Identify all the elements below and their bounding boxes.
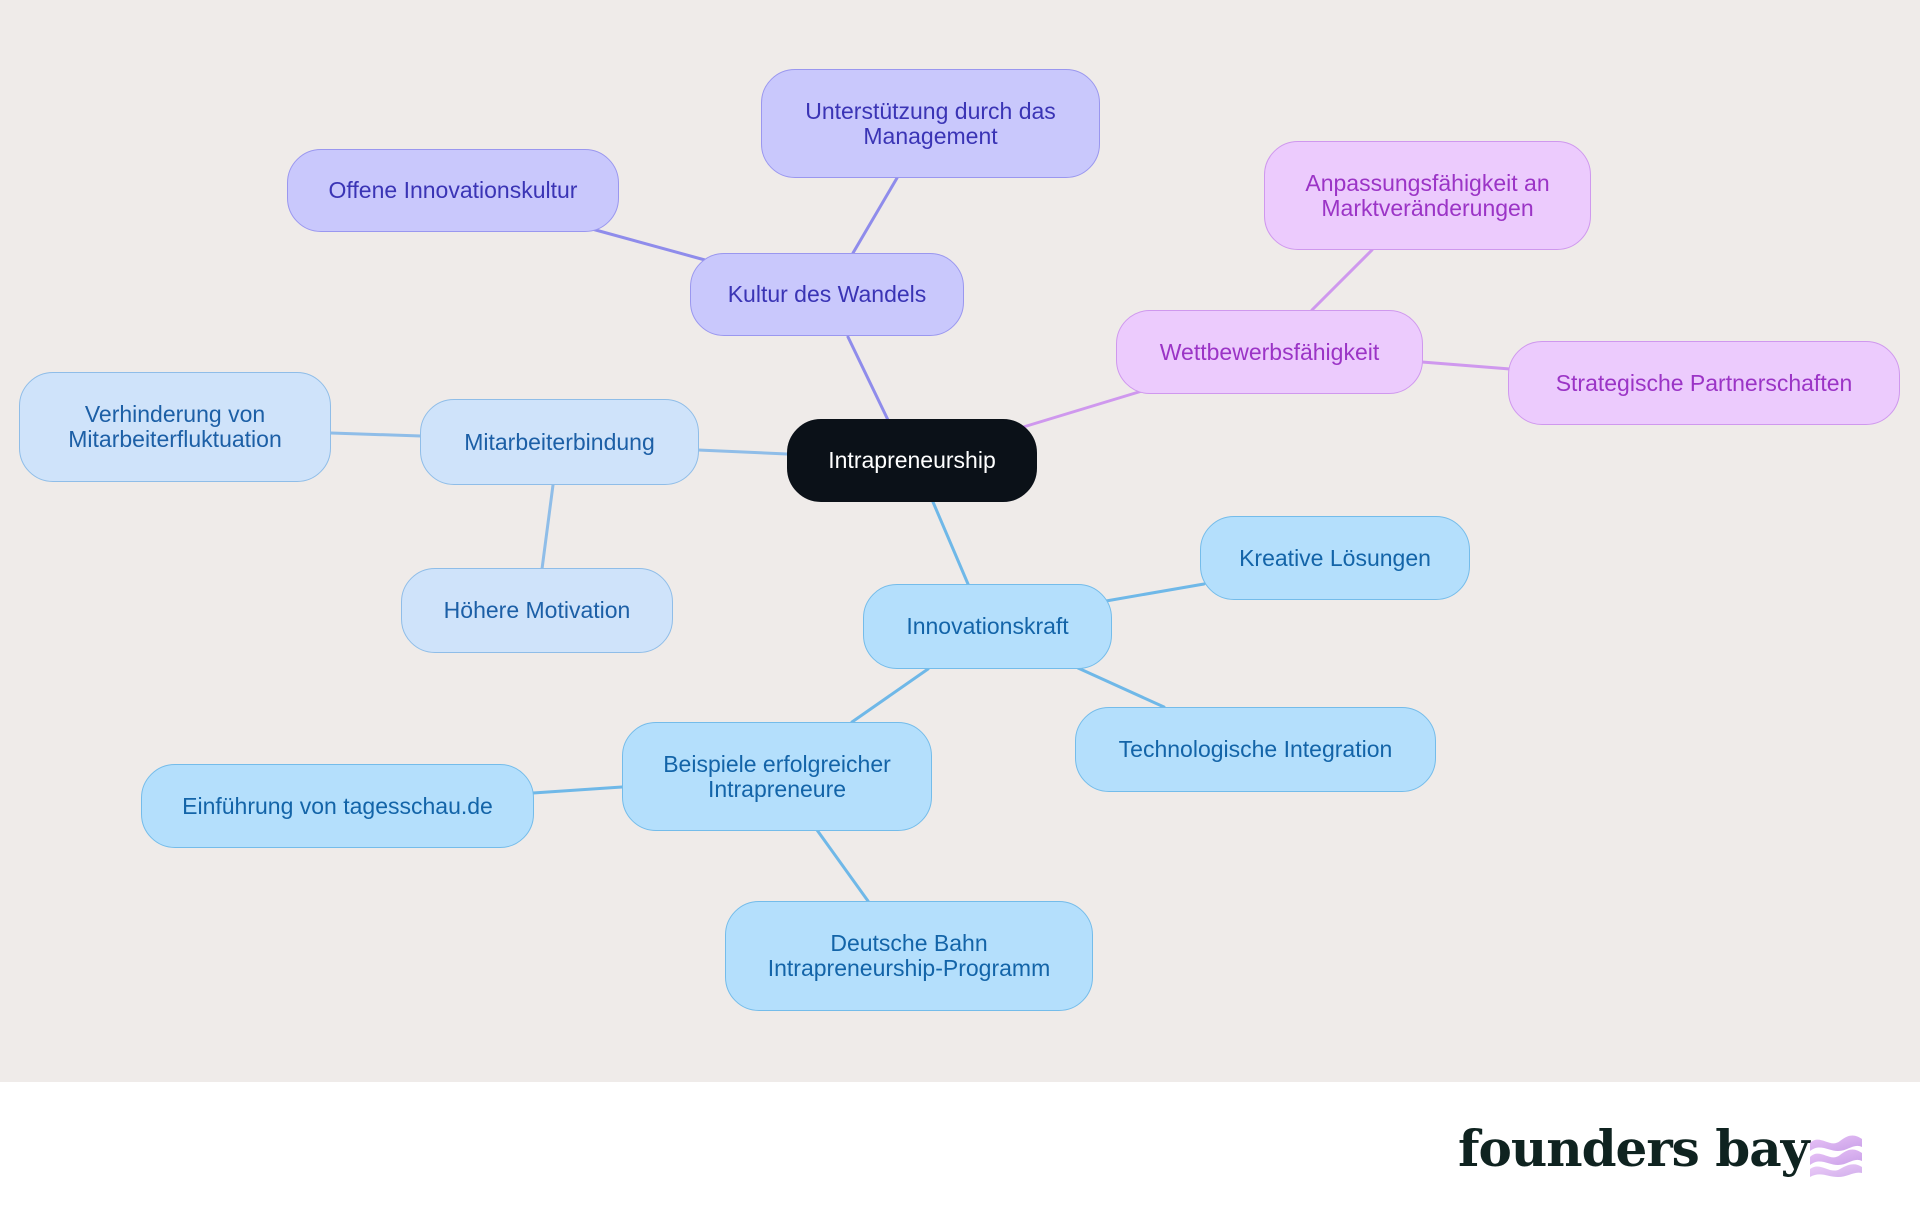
- footer: [0, 1082, 1920, 1215]
- node-beispiele-erfolgreicher-intrapreneure[interactable]: Beispiele erfolgreicher Intrapreneure: [622, 722, 932, 831]
- node-strategische-partnerschaften[interactable]: Strategische Partnerschaften: [1508, 341, 1900, 425]
- node-unterstuetzung-management[interactable]: Unterstützung durch das Management: [761, 69, 1100, 178]
- node-label: Strategische Partnerschaften: [1555, 369, 1853, 396]
- node-label: Innovationskraft: [906, 613, 1069, 639]
- node-anpassungsfaehigkeit[interactable]: Anpassungsfähigkeit an Marktveränderunge…: [1264, 141, 1591, 250]
- node-label-line2: Intrapreneure: [707, 775, 847, 802]
- node-label: Kreative Lösungen: [1239, 544, 1431, 571]
- node-kreative-loesungen[interactable]: Kreative Lösungen: [1200, 516, 1470, 600]
- edge-wettbewerb-anpassung: [1310, 248, 1374, 312]
- brand-name: founders bay: [1458, 1118, 1810, 1178]
- node-wettbewerbsfaehigkeit[interactable]: Wettbewerbsfähigkeit: [1116, 310, 1423, 394]
- node-deutsche-bahn-programm[interactable]: Deutsche Bahn Intrapreneurship-Programm: [725, 901, 1093, 1011]
- node-label: Technologische Integration: [1118, 736, 1393, 762]
- node-label: Offene Innovationskultur: [328, 177, 578, 203]
- node-kultur-des-wandels[interactable]: Kultur des Wandels: [690, 253, 964, 336]
- node-technologische-integration[interactable]: Technologische Integration: [1075, 707, 1436, 792]
- edge-innovation-kreativ: [1104, 582, 1206, 603]
- edge-wettbewerb-partner: [1420, 360, 1512, 371]
- brand-logo[interactable]: founders bay: [1458, 1113, 1862, 1183]
- node-label: Kultur des Wandels: [727, 281, 927, 307]
- node-label: Mitarbeiterbindung: [464, 428, 655, 455]
- node-label-line1: Unterstützung durch das: [805, 97, 1056, 124]
- node-label: Einführung von tagesschau.de: [182, 792, 493, 819]
- node-label: Höhere Motivation: [443, 597, 631, 623]
- edge-root-wettbewerb: [1018, 389, 1144, 430]
- node-label-line1: Anpassungsfähigkeit an: [1305, 169, 1550, 196]
- node-label-line2: Mitarbeiterfluktuation: [68, 426, 282, 452]
- node-verhinderung-fluktuation[interactable]: Verhinderung von Mitarbeiterfluktuation: [19, 372, 331, 482]
- edge-beispiele-bahn: [815, 828, 870, 903]
- node-label-line2: Management: [863, 122, 998, 149]
- node-label: Wettbewerbsfähigkeit: [1159, 338, 1380, 365]
- node-innovationskraft[interactable]: Innovationskraft: [863, 584, 1112, 669]
- mindmap-canvas: Intrapreneurship Kultur des Wandels Unte…: [0, 0, 1920, 1082]
- node-label-line1: Verhinderung von: [84, 401, 266, 427]
- edge-mitarbeiter-fluktuation: [329, 431, 423, 438]
- edge-root-kultur: [846, 335, 890, 422]
- node-hoehere-motivation[interactable]: Höhere Motivation: [401, 568, 673, 653]
- edge-root-innovation: [931, 500, 970, 586]
- edge-innovation-tech: [1076, 666, 1166, 709]
- node-label: Intrapreneurship: [828, 447, 996, 473]
- node-label-line1: Beispiele erfolgreicher: [663, 750, 891, 777]
- edge-root-mitarbeiter: [696, 448, 789, 456]
- edge-innovation-beispiele: [850, 667, 930, 724]
- node-intrapreneurship[interactable]: Intrapreneurship: [787, 419, 1037, 502]
- edge-kultur-management: [851, 176, 899, 255]
- node-mitarbeiterbindung[interactable]: Mitarbeiterbindung: [420, 399, 699, 485]
- edge-mitarbeiter-motivation: [540, 483, 555, 571]
- mindmap-edges: [329, 176, 1512, 903]
- node-einfuehrung-tagesschau[interactable]: Einführung von tagesschau.de: [141, 764, 534, 848]
- edge-beispiele-tagesschau: [531, 785, 624, 795]
- node-label-line2: Marktveränderungen: [1321, 194, 1534, 221]
- edge-kultur-offene: [590, 227, 707, 262]
- wave-icon: [1810, 1135, 1862, 1177]
- node-offene-innovationskultur[interactable]: Offene Innovationskultur: [287, 149, 619, 232]
- node-label-line2: Intrapreneurship-Programm: [767, 955, 1051, 981]
- node-label-line1: Deutsche Bahn: [830, 930, 988, 956]
